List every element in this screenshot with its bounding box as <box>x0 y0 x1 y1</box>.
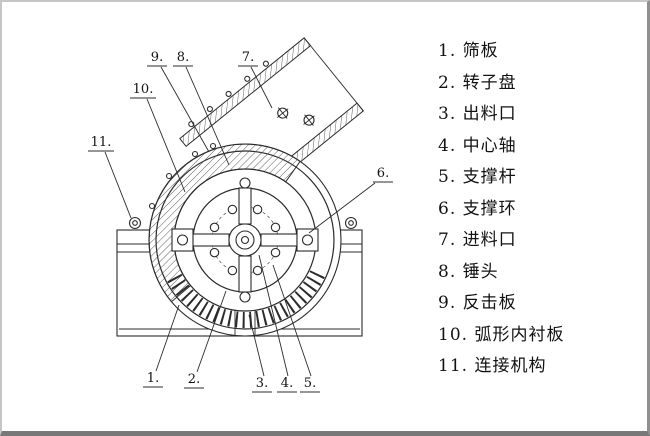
callout-5: 5. <box>304 376 316 391</box>
legend-item-11: 11. 连接机构 <box>438 356 547 376</box>
callout-4: 4. <box>281 376 293 391</box>
chute-bolt-symbol <box>277 107 289 119</box>
callout-10: 10. <box>133 82 154 97</box>
legend-item-7: 7. 进料口 <box>438 230 517 250</box>
callout-9: 9. <box>151 50 163 65</box>
chute-bolt-symbol <box>303 114 315 126</box>
legend-item-6: 6. 支撑环 <box>438 198 517 219</box>
rotor-bolts <box>209 204 281 276</box>
legend-item-5: 5. 支撑杆 <box>438 167 517 187</box>
hammer-blocks <box>171 228 319 252</box>
callout-1: 1. <box>147 371 159 386</box>
legend-item-4: 4. 中心轴 <box>438 135 517 156</box>
rotor <box>171 177 319 303</box>
legend-item-10: 10. 弧形内衬板 <box>438 324 565 345</box>
legend-item-8: 8. 锤头 <box>438 261 499 282</box>
legend-item-2: 2. 转子盘 <box>438 72 517 93</box>
callout-11: 11. <box>91 135 112 150</box>
screen-plate <box>165 270 325 328</box>
discharge-port <box>234 310 256 336</box>
connection-pin-right <box>344 216 358 230</box>
callout-7: 7. <box>242 50 254 65</box>
callout-2: 2. <box>188 372 200 387</box>
leader-lines <box>104 66 376 377</box>
legend-item-1: 1. 筛板 <box>438 41 499 61</box>
shell-rivets <box>148 142 217 210</box>
callout-3: 3. <box>256 376 268 391</box>
connection-pin-left <box>128 216 142 230</box>
legend-item-3: 3. 出料口 <box>438 104 517 124</box>
callout-8: 8. <box>177 50 189 65</box>
chute-rivets <box>188 60 269 128</box>
callout-6: 6. <box>377 166 389 181</box>
central-shaft <box>228 223 262 257</box>
callouts: 9. 8. 7. 10. 11. 6. 1. 2. 3. 4. 5. <box>88 50 393 393</box>
legend-item-9: 9. 反击板 <box>438 293 517 313</box>
legend: 1. 筛板 2. 转子盘 3. 出料口 4. 中心轴 5. 支撑杆 6. 支撑环… <box>438 36 643 383</box>
